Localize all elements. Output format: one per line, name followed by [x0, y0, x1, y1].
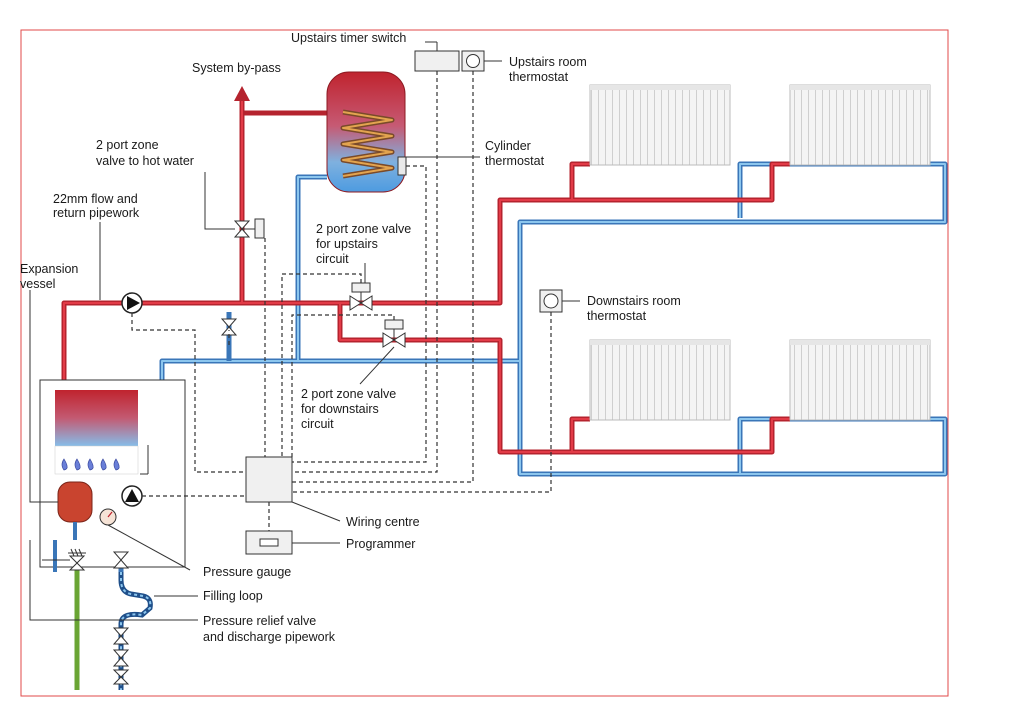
radiator-upstairs-2 — [789, 84, 931, 166]
label-upstairs-thermostat-1: Upstairs room — [509, 55, 587, 69]
boiler — [39, 379, 186, 572]
label-zone-up-3: circuit — [316, 252, 349, 266]
label-pressure-gauge: Pressure gauge — [203, 565, 291, 579]
burner-flames-icon — [61, 458, 120, 471]
diagram-frame — [20, 29, 949, 697]
pressure-relief-valve-icon — [68, 548, 86, 571]
wiring-centre-box — [245, 456, 293, 503]
label-relief-1: Pressure relief valve — [203, 614, 316, 628]
zone-valve-hot-water-icon — [233, 218, 265, 239]
hot-pipe-highlights — [63, 100, 790, 453]
radiator-downstairs-1 — [589, 339, 731, 421]
label-zone-hw-2: valve to hot water — [96, 154, 194, 168]
circulating-pump-icon — [121, 292, 143, 314]
upstairs-timer-switch-box — [414, 50, 460, 72]
filling-loop — [112, 551, 153, 690]
label-bypass: System by-pass — [192, 61, 281, 75]
label-programmer: Programmer — [346, 537, 415, 551]
downstairs-thermostat-icon — [539, 289, 563, 313]
label-zone-up-1: 2 port zone valve — [316, 222, 411, 236]
zone-valve-downstairs-icon — [382, 319, 406, 348]
label-zone-down-2: for downstairs — [301, 402, 379, 416]
label-downstairs-thermostat-1: Downstairs room — [587, 294, 681, 308]
label-zone-up-2: for upstairs — [316, 237, 378, 251]
label-relief-2: and discharge pipework — [203, 630, 336, 644]
control-wiring — [131, 71, 552, 531]
label-zone-down-3: circuit — [301, 417, 334, 431]
label-expansion-2: vessel — [20, 277, 55, 291]
label-downstairs-thermostat-2: thermostat — [587, 309, 647, 323]
leader-lines — [29, 41, 580, 621]
cylinder-thermostat-sensor — [397, 156, 407, 176]
programmer-box — [245, 530, 293, 555]
expansion-vessel-icon — [57, 481, 93, 523]
bypass-valve-icon — [220, 318, 238, 336]
label-zone-hw-1: 2 port zone — [96, 138, 159, 152]
label-expansion-1: Expansion — [20, 262, 78, 276]
radiator-downstairs-2 — [789, 339, 931, 421]
radiator-upstairs-1 — [589, 84, 731, 166]
upstairs-thermostat-icon — [461, 50, 485, 72]
label-zone-down-1: 2 port zone valve — [301, 387, 396, 401]
zone-valve-upstairs-icon — [349, 282, 373, 311]
label-cylinder-thermostat-2: thermostat — [485, 154, 545, 168]
label-filling-loop: Filling loop — [203, 589, 263, 603]
bypass-arrow-icon — [234, 86, 250, 101]
label-wiring-centre: Wiring centre — [346, 515, 420, 529]
hot-water-cylinder — [326, 71, 407, 193]
label-upstairs-timer: Upstairs timer switch — [291, 31, 406, 45]
label-pipework-2: return pipework — [53, 206, 140, 220]
label-upstairs-thermostat-2: thermostat — [509, 70, 569, 84]
label-cylinder-thermostat-1: Cylinder — [485, 139, 531, 153]
label-pipework-1: 22mm flow and — [53, 192, 138, 206]
